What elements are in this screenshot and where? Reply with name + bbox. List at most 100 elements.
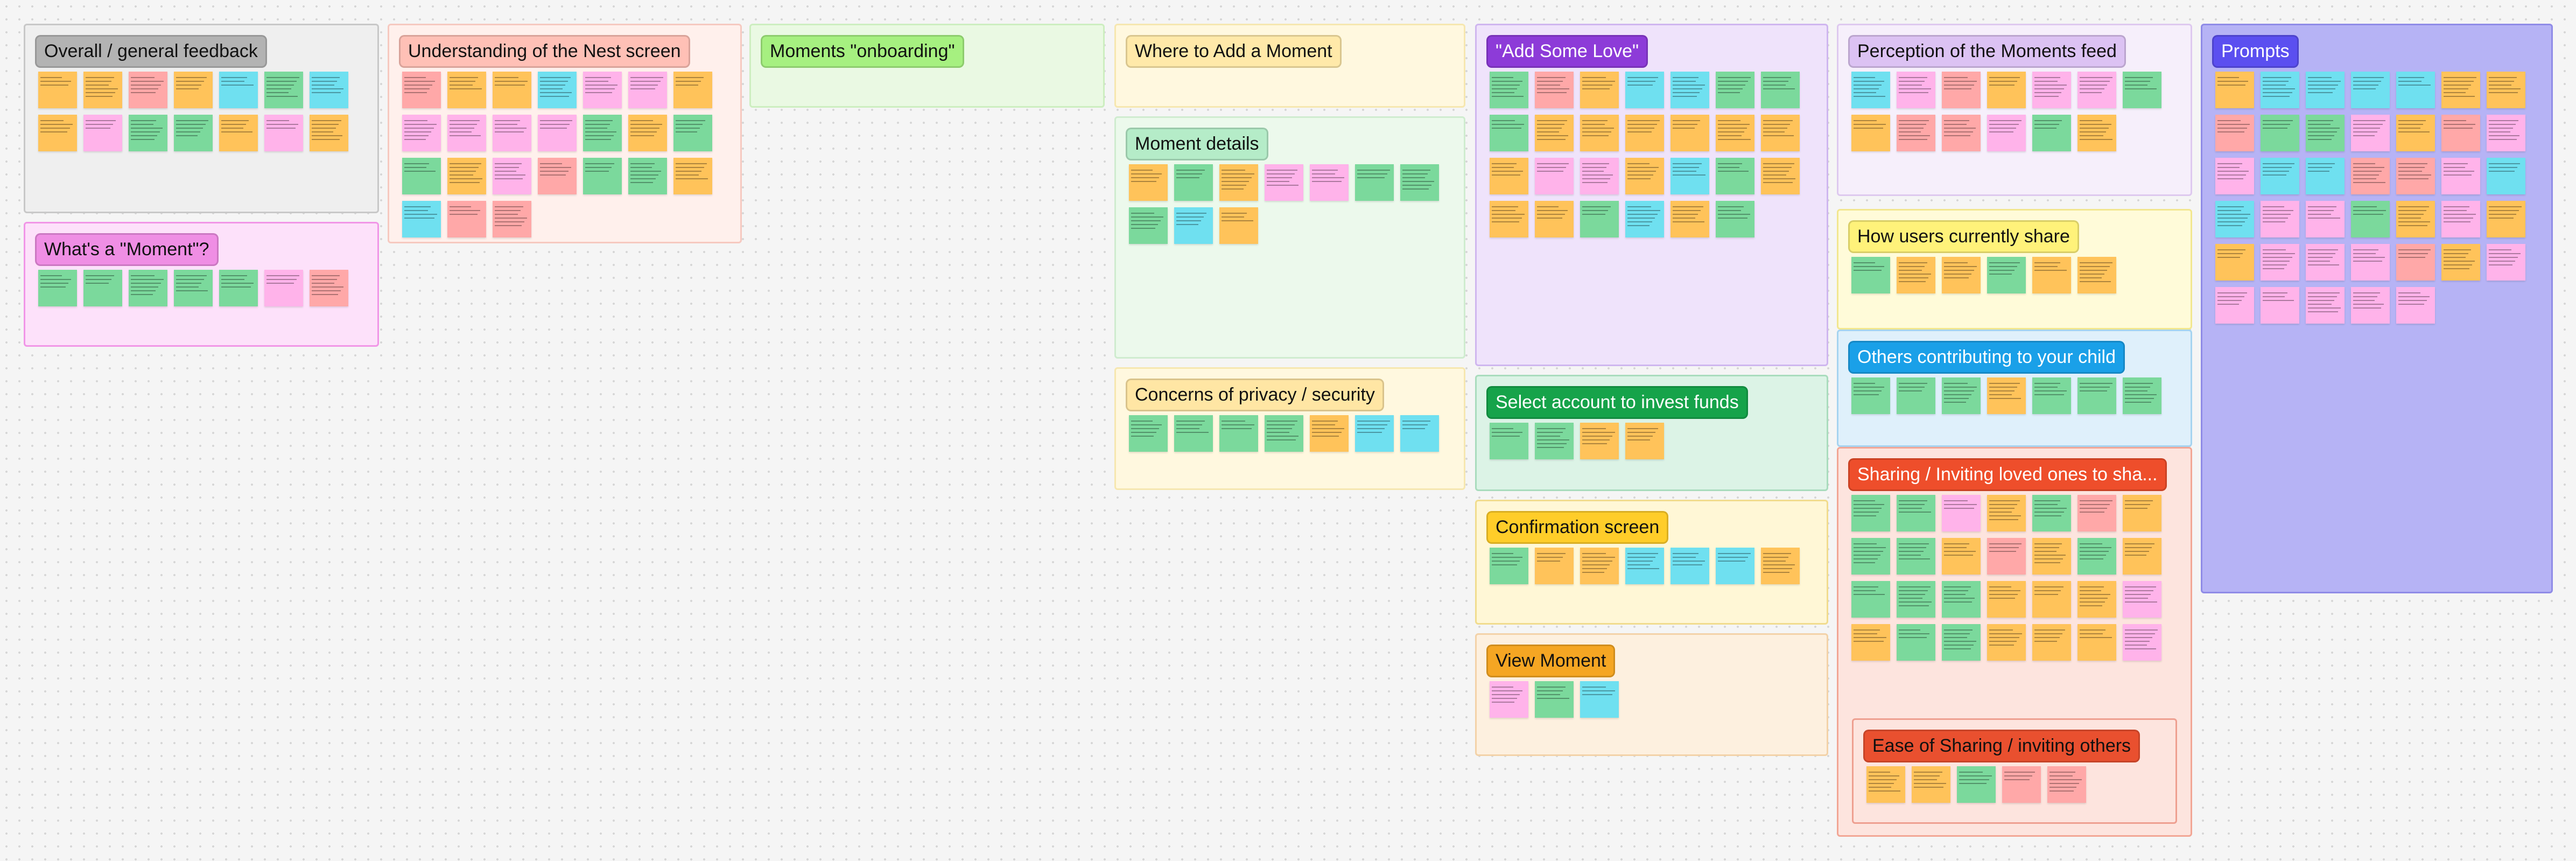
section-others-contributing[interactable]: Others contributing to your child	[1837, 330, 2192, 447]
sticky-note[interactable]	[1866, 766, 1905, 803]
sticky-note[interactable]	[2487, 115, 2525, 151]
sticky-note[interactable]	[2077, 257, 2116, 293]
sticky-note[interactable]	[2306, 287, 2345, 324]
sticky-note[interactable]	[583, 72, 622, 108]
sticky-note[interactable]	[1942, 115, 1981, 151]
sticky-note[interactable]	[1851, 72, 1890, 108]
sticky-note[interactable]	[1625, 158, 1664, 194]
sticky-note[interactable]	[264, 270, 303, 306]
sticky-note[interactable]	[1535, 681, 1574, 718]
sticky-note[interactable]	[219, 72, 258, 108]
sticky-note[interactable]	[1897, 72, 1935, 108]
section-overall-feedback[interactable]: Overall / general feedback	[24, 24, 379, 213]
sticky-note[interactable]	[1535, 158, 1574, 194]
sticky-note[interactable]	[1625, 423, 1664, 459]
section-view-moment[interactable]: View Moment	[1475, 633, 1828, 756]
sticky-note[interactable]	[2306, 115, 2345, 151]
sticky-note[interactable]	[2487, 72, 2525, 108]
sticky-note[interactable]	[2032, 115, 2071, 151]
sticky-note[interactable]	[1580, 423, 1619, 459]
sticky-note[interactable]	[1851, 495, 1890, 531]
sticky-note[interactable]	[174, 115, 213, 151]
sticky-note[interactable]	[1942, 581, 1981, 618]
sticky-note[interactable]	[2487, 158, 2525, 194]
sticky-note[interactable]	[2077, 581, 2116, 618]
sticky-note[interactable]	[628, 72, 667, 108]
sticky-note[interactable]	[1625, 201, 1664, 237]
sticky-note[interactable]	[583, 115, 622, 151]
sticky-note[interactable]	[264, 72, 303, 108]
sticky-note[interactable]	[2032, 538, 2071, 575]
section-privacy-security[interactable]: Concerns of privacy / security	[1114, 367, 1465, 490]
section-whats-a-moment[interactable]: What's a "Moment"?	[24, 222, 379, 347]
sticky-note[interactable]	[174, 72, 213, 108]
sticky-note[interactable]	[1580, 548, 1619, 584]
sticky-note[interactable]	[1716, 115, 1754, 151]
sticky-note[interactable]	[2441, 158, 2480, 194]
sticky-note[interactable]	[1942, 538, 1981, 575]
sticky-note[interactable]	[2123, 377, 2161, 414]
sticky-note[interactable]	[493, 201, 531, 237]
sticky-note[interactable]	[2032, 624, 2071, 661]
sticky-note[interactable]	[1490, 201, 1528, 237]
sticky-note[interactable]	[38, 72, 77, 108]
sticky-note[interactable]	[1851, 257, 1890, 293]
sticky-note[interactable]	[1670, 548, 1709, 584]
sticky-note[interactable]	[1851, 581, 1890, 618]
sticky-note[interactable]	[1400, 164, 1439, 201]
sticky-note[interactable]	[129, 115, 167, 151]
sticky-note[interactable]	[1987, 72, 2026, 108]
section-moments-onboarding[interactable]: Moments "onboarding"	[749, 24, 1105, 108]
sticky-note[interactable]	[2306, 72, 2345, 108]
sticky-note[interactable]	[2396, 201, 2435, 237]
sticky-note[interactable]	[1670, 158, 1709, 194]
sticky-note[interactable]	[2396, 287, 2435, 324]
section-prompts[interactable]: Prompts	[2201, 24, 2553, 593]
sticky-note[interactable]	[1761, 548, 1800, 584]
sticky-note[interactable]	[2351, 244, 2390, 281]
sticky-note[interactable]	[2306, 244, 2345, 281]
sticky-note[interactable]	[1490, 72, 1528, 108]
sticky-note[interactable]	[2441, 201, 2480, 237]
sticky-note[interactable]	[1897, 257, 1935, 293]
sticky-note[interactable]	[1912, 766, 1950, 803]
section-select-account[interactable]: Select account to invest funds	[1475, 375, 1828, 491]
sticky-note[interactable]	[310, 115, 348, 151]
sticky-note[interactable]	[1851, 538, 1890, 575]
sticky-note[interactable]	[673, 158, 712, 194]
sticky-note[interactable]	[2261, 115, 2299, 151]
sticky-note[interactable]	[264, 115, 303, 151]
sticky-note[interactable]	[2396, 158, 2435, 194]
section-understanding-nest-screen[interactable]: Understanding of the Nest screen	[388, 24, 742, 243]
sticky-note[interactable]	[447, 201, 486, 237]
sticky-note[interactable]	[1580, 115, 1619, 151]
section-how-users-share[interactable]: How users currently share	[1837, 209, 2192, 330]
sticky-note[interactable]	[2032, 581, 2071, 618]
sticky-note[interactable]	[1490, 548, 1528, 584]
sticky-note[interactable]	[1942, 624, 1981, 661]
sticky-note[interactable]	[2123, 72, 2161, 108]
sticky-note[interactable]	[2396, 244, 2435, 281]
sticky-note[interactable]	[447, 72, 486, 108]
sticky-note[interactable]	[38, 115, 77, 151]
sticky-note[interactable]	[1219, 207, 1258, 244]
sticky-note[interactable]	[174, 270, 213, 306]
sticky-note[interactable]	[1265, 415, 1303, 452]
sticky-note[interactable]	[1535, 201, 1574, 237]
sticky-note[interactable]	[1129, 207, 1168, 244]
sticky-note[interactable]	[2215, 115, 2254, 151]
sticky-note[interactable]	[2215, 158, 2254, 194]
sticky-note[interactable]	[2032, 377, 2071, 414]
sticky-note[interactable]	[673, 72, 712, 108]
sticky-note[interactable]	[2215, 287, 2254, 324]
sticky-note[interactable]	[2351, 201, 2390, 237]
sticky-note[interactable]	[2123, 581, 2161, 618]
sticky-note[interactable]	[538, 115, 577, 151]
sticky-note[interactable]	[1942, 257, 1981, 293]
sticky-note[interactable]	[1310, 415, 1349, 452]
sticky-note[interactable]	[1174, 164, 1213, 201]
section-moment-details[interactable]: Moment details	[1114, 116, 1465, 359]
sticky-note[interactable]	[1987, 538, 2026, 575]
sticky-note[interactable]	[493, 158, 531, 194]
sticky-note[interactable]	[1897, 495, 1935, 531]
